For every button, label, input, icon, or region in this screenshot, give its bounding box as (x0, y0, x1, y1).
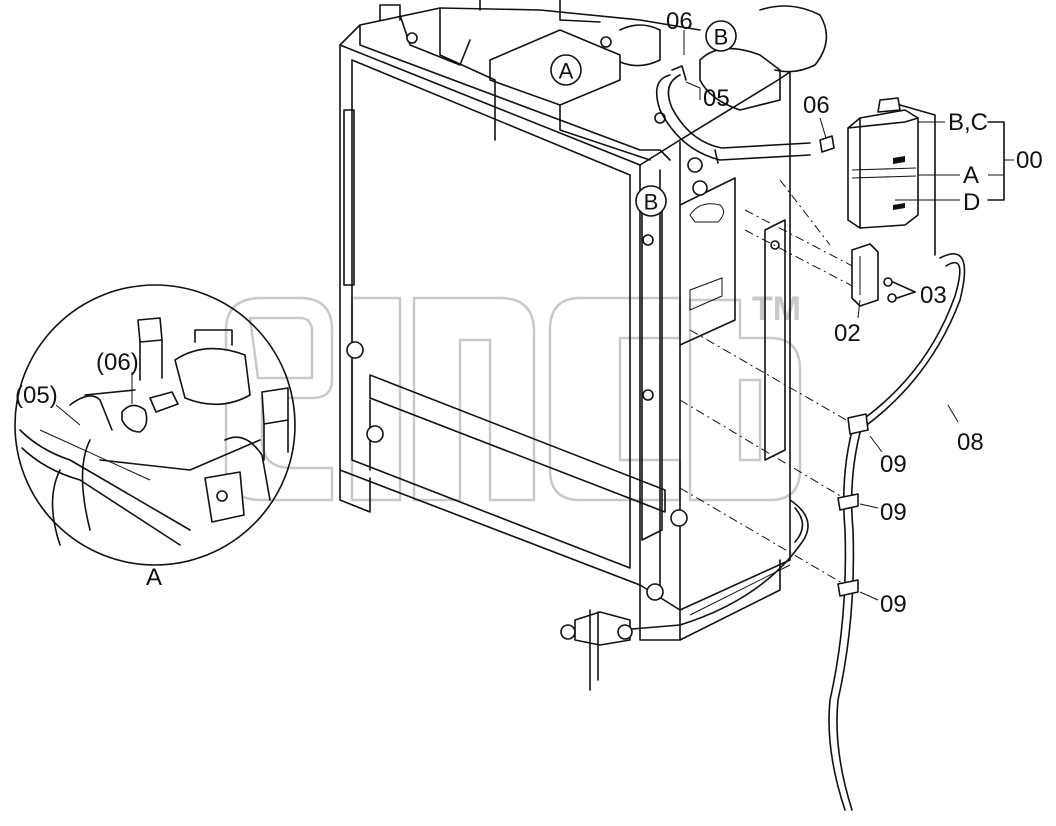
detail-view-a (14, 284, 296, 566)
label-09-c: 09 (880, 591, 907, 618)
label-05: 05 (703, 85, 730, 112)
label-d: D (963, 189, 980, 216)
watermark-tm: TM (752, 290, 801, 328)
callout-b-side-text: B (644, 190, 659, 215)
label-detail-05: (05) (15, 382, 58, 409)
part-labels: 06 05 06 B,C A D 00 03 02 08 09 09 09 (0… (15, 8, 1043, 618)
label-detail-title: A (146, 564, 162, 591)
label-detail-06: (06) (96, 349, 139, 376)
watermark-logo: TM (224, 290, 802, 502)
callout-b-side: B (635, 185, 667, 217)
callout-b-top: B (705, 20, 737, 52)
label-03: 03 (920, 282, 947, 309)
label-bc: B,C (948, 109, 988, 136)
label-leaders (55, 30, 1014, 601)
label-06-right: 06 (803, 92, 830, 119)
label-02: 02 (834, 320, 861, 347)
callout-b-top-text: B (714, 25, 729, 50)
callout-a-top: A (550, 54, 582, 86)
label-00: 00 (1016, 147, 1043, 174)
overflow-hose (560, 253, 966, 811)
leader-dashes (679, 179, 861, 584)
callout-a-top-text: A (559, 59, 574, 84)
label-06-top: 06 (666, 8, 693, 35)
reserve-tank (819, 97, 936, 307)
label-08: 08 (957, 429, 984, 456)
label-09-a: 09 (880, 451, 907, 478)
label-09-b: 09 (880, 499, 907, 526)
radiator-assembly (339, 0, 828, 641)
label-a-bracket: A (963, 162, 979, 189)
